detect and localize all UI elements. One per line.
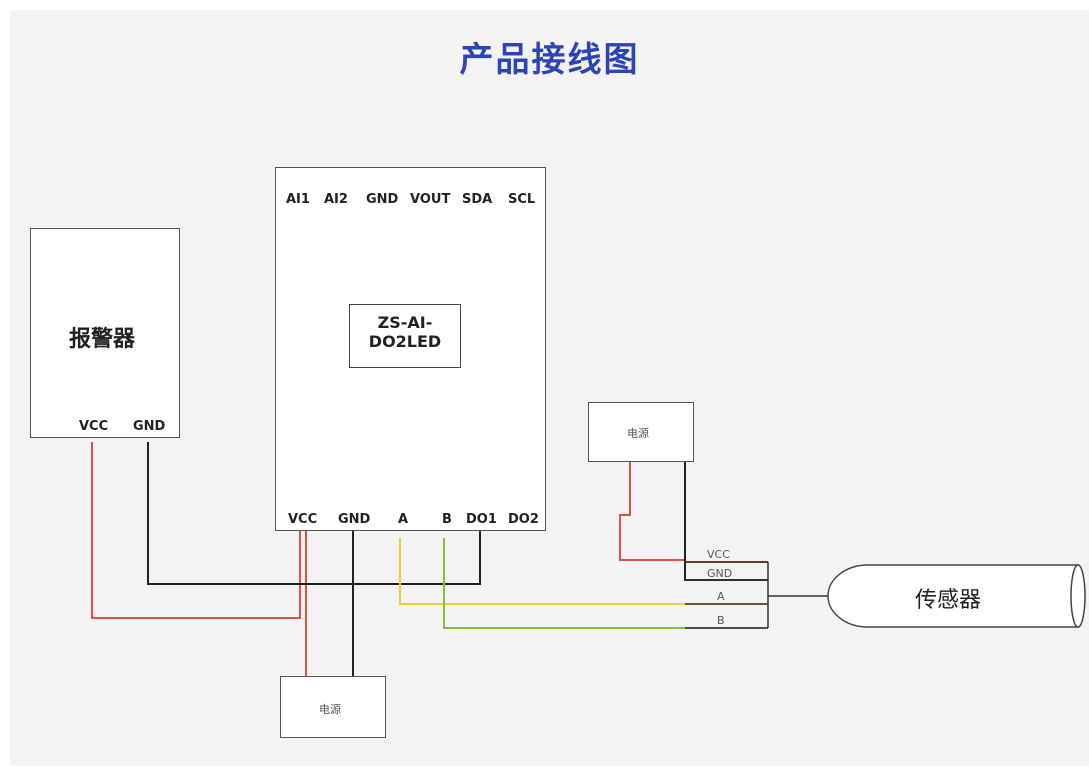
pin-do1: DO1	[466, 512, 497, 527]
sensor-label: 传感器	[915, 588, 982, 613]
sensor-wire-gnd: GND	[707, 567, 733, 580]
power-bottom-label: 电源	[319, 703, 341, 716]
diagram-canvas: 产品接线图 报警器 VCC GND	[10, 10, 1089, 766]
wire-b-green	[443, 538, 768, 629]
power-top-label: 电源	[627, 427, 649, 440]
pin-vout: VOUT	[410, 192, 451, 207]
diagram-title: 产品接线图	[459, 40, 640, 80]
pin-sda: SDA	[462, 192, 493, 207]
sensor-wire-a: A	[717, 590, 725, 603]
power-supply-top: 电源	[588, 402, 694, 462]
wire-sensor-vcc-red	[619, 460, 768, 563]
alarm-label: 报警器	[69, 327, 136, 352]
module-box: AI1 AI2 GND VOUT SDA SCL ZS-AI- DO2LED V…	[275, 167, 546, 531]
wire-alarm-gnd-black	[147, 442, 481, 585]
sensor-body	[827, 564, 1079, 628]
wire-a-yellow	[399, 538, 768, 605]
pin-a: A	[398, 512, 409, 527]
power-supply-bottom: 电源	[280, 676, 386, 738]
sensor-connector	[685, 561, 828, 629]
sensor-wire-b: B	[717, 614, 725, 627]
alarm-box: 报警器 VCC GND	[30, 228, 180, 438]
pin-ai2: AI2	[324, 192, 348, 207]
pin-ai1: AI1	[286, 192, 310, 207]
pin-b: B	[442, 512, 452, 527]
pin-vcc-bottom: VCC	[288, 512, 318, 527]
pin-scl: SCL	[508, 192, 536, 207]
pin-gnd-bottom: GND	[338, 512, 371, 527]
module-name-line1: ZS-AI-	[377, 313, 433, 332]
sensor-wire-vcc: VCC	[707, 548, 730, 561]
module-name-box: ZS-AI- DO2LED	[349, 304, 461, 368]
alarm-pin-vcc: VCC	[79, 419, 109, 434]
pin-do2: DO2	[508, 512, 539, 527]
pin-gnd-top: GND	[366, 192, 399, 207]
wire-alarm-vcc-red	[91, 442, 301, 619]
module-name-line2: DO2LED	[368, 332, 442, 351]
alarm-pin-gnd: GND	[133, 419, 166, 434]
